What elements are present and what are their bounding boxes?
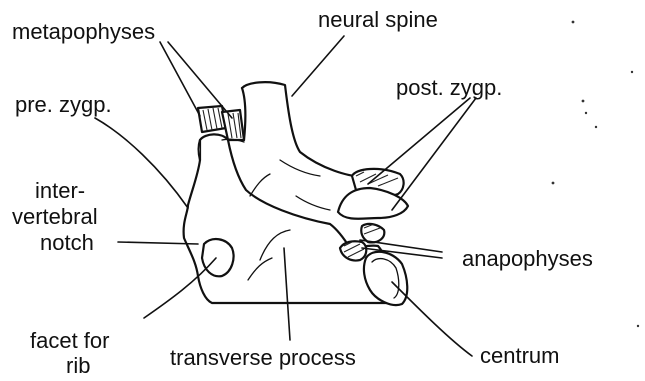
- label-intervertebral-line2: vertebral: [12, 204, 98, 229]
- label-neural-spine: neural spine: [318, 7, 438, 32]
- label-post-zygp: post. zygp.: [396, 75, 502, 100]
- label-centrum: centrum: [480, 343, 559, 368]
- label-intervertebral-line3: notch: [40, 230, 94, 255]
- labels: metapophyses neural spine pre. zygp. pos…: [12, 7, 593, 378]
- label-intervertebral-line1: inter-: [35, 178, 85, 203]
- label-metapophyses: metapophyses: [12, 19, 155, 44]
- label-facet-line1: facet for: [30, 328, 109, 353]
- label-facet-line2: rib: [66, 353, 90, 378]
- specks: [552, 21, 640, 328]
- label-anapophyses: anapophyses: [462, 246, 593, 271]
- label-transverse-process: transverse process: [170, 345, 356, 370]
- vertebra-outline: [184, 82, 408, 305]
- label-pre-zygp: pre. zygp.: [15, 92, 112, 117]
